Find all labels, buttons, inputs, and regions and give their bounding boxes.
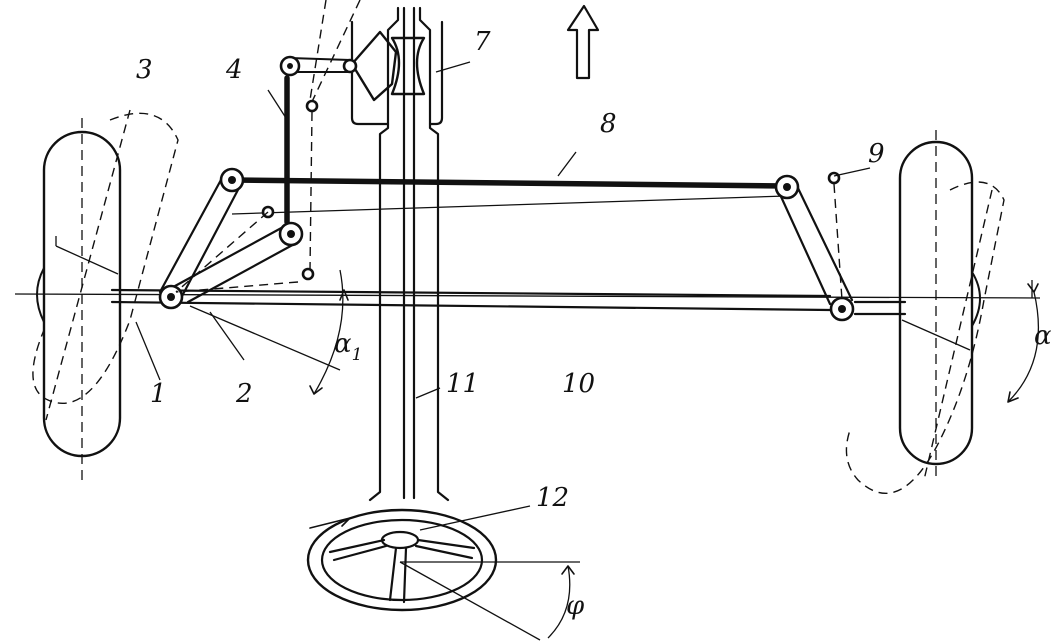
front-axle-beam <box>14 288 1041 316</box>
label-7: 7 <box>474 27 491 57</box>
label-alpha: α <box>1034 321 1052 351</box>
right-steering-arm <box>774 174 855 322</box>
leader-lines <box>135 61 871 531</box>
label-10: 10 <box>562 369 595 399</box>
left-wheel <box>32 109 179 480</box>
label-alpha1: α1 <box>334 329 362 365</box>
left-steering-arm <box>158 167 304 310</box>
label-12: 12 <box>536 483 569 513</box>
label-1: 1 <box>150 379 167 409</box>
angle-alpha-marker <box>1007 283 1040 403</box>
label-8: 8 <box>600 109 617 139</box>
right-wheel <box>845 130 1033 495</box>
pitman-arm <box>279 55 351 77</box>
label-3: 3 <box>136 55 153 85</box>
angle-alpha1-marker <box>189 269 349 395</box>
steering-gear-housing <box>342 20 444 126</box>
turned-position-linkage <box>175 0 843 301</box>
label-phi: φ <box>566 591 585 621</box>
label-4: 4 <box>225 55 243 85</box>
direction-arrow-up-icon <box>566 4 600 80</box>
tie-rod <box>229 177 789 215</box>
sector-shaft-pin <box>342 58 358 74</box>
label-11: 11 <box>446 369 479 399</box>
steering-column <box>368 6 450 502</box>
label-9: 9 <box>868 139 885 169</box>
label-2: 2 <box>235 379 253 409</box>
part-labels: 1 2 3 4 7 8 9 10 11 12 α1 α φ <box>136 27 1052 621</box>
steering-wheel <box>306 508 580 641</box>
